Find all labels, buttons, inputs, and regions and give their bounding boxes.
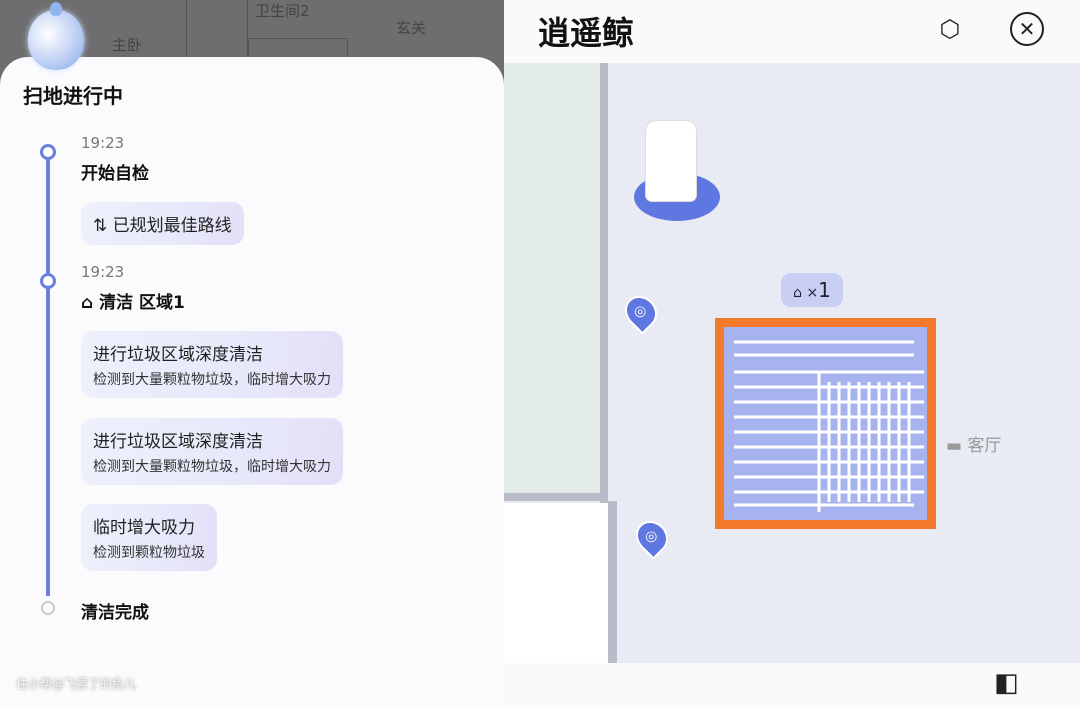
step-time: 19:23: [81, 134, 125, 152]
clean-count-badge[interactable]: ⌂ ×1: [781, 273, 843, 307]
card-text: 临时增大吸力: [93, 518, 195, 538]
timeline-line: [46, 152, 50, 596]
broom-icon: ⌂: [793, 285, 802, 301]
route-icon: ⇅: [93, 216, 113, 236]
room-area: [504, 63, 600, 493]
wall: [504, 493, 608, 501]
water-drop-mascot-icon: [28, 2, 84, 70]
device-name: 逍遥鲸: [538, 14, 635, 52]
timeline-dot-pending: [41, 601, 55, 615]
background-map: 卫生间2 玄关 主卧: [0, 0, 504, 78]
log-card: ⇅ 已规划最佳路线: [81, 202, 244, 245]
panel-title: 扫地进行中: [23, 84, 123, 108]
background-map-overlay: 卫生间2 玄关 主卧 扫地进行中 19:23 开始自检 ⇅ 已规划最佳路线 19…: [0, 0, 504, 708]
log-card: 进行垃圾区域深度清洁检测到大量颗粒物垃圾，临时增大吸力: [81, 418, 343, 485]
watermark: 住小帮@飞累了的鱼儿: [16, 677, 137, 691]
card-subtext: 检测到大量颗粒物垃圾，临时增大吸力: [93, 459, 331, 475]
bottom-bar: [504, 663, 1080, 708]
count-prefix: ×: [806, 285, 819, 301]
step-title: 开始自检: [81, 164, 149, 184]
room-name: 客厅: [967, 436, 1002, 456]
room-label-living: ▬ 客厅: [946, 431, 1001, 456]
water-pin-icon[interactable]: ◎: [629, 514, 675, 560]
card-text: 已规划最佳路线: [112, 216, 232, 236]
card-text: 进行垃圾区域深度清洁: [93, 345, 263, 365]
broom-icon: ⌂: [81, 293, 100, 313]
step-title: 清洁完成: [81, 603, 149, 623]
timeline-dot: [40, 144, 56, 160]
card-subtext: 检测到大量颗粒物垃圾，临时增大吸力: [93, 372, 331, 388]
log-card: 临时增大吸力检测到颗粒物垃圾: [81, 504, 217, 571]
selected-clean-area[interactable]: [715, 318, 936, 529]
step-time: 19:23: [81, 263, 125, 281]
hexagon-settings-icon[interactable]: ⬡: [939, 15, 961, 43]
close-icon[interactable]: ✕: [1010, 12, 1044, 46]
cleaning-map[interactable]: ◎ ◎ ⌂ ×1 ▬ 客厅: [504, 63, 1080, 663]
card-text: 进行垃圾区域深度清洁: [93, 432, 263, 452]
card-subtext: 检测到颗粒物垃圾: [93, 545, 205, 561]
clean-count: 1: [818, 278, 831, 302]
log-card: 进行垃圾区域深度清洁检测到大量颗粒物垃圾，临时增大吸力: [81, 331, 343, 398]
cleaning-path: [734, 340, 924, 512]
room-label: 玄关: [396, 19, 427, 37]
wall: [608, 501, 617, 663]
timeline-dot: [40, 273, 56, 289]
charging-dock-icon: [646, 121, 696, 201]
step-title: 清洁 区域1: [99, 293, 185, 313]
room-label: 主卧: [112, 36, 143, 54]
room-area: [504, 503, 608, 663]
wall: [600, 63, 608, 503]
water-pin-icon[interactable]: ◎: [618, 289, 664, 335]
room-label: 卫生间2: [255, 2, 310, 20]
split-view-icon[interactable]: ◧: [994, 668, 1019, 698]
map-view: 逍遥鲸 ⬡ ✕ ◎ ◎ ⌂ ×1 ▬ 客厅 ◧: [504, 0, 1080, 708]
sofa-icon: ▬: [946, 436, 968, 456]
